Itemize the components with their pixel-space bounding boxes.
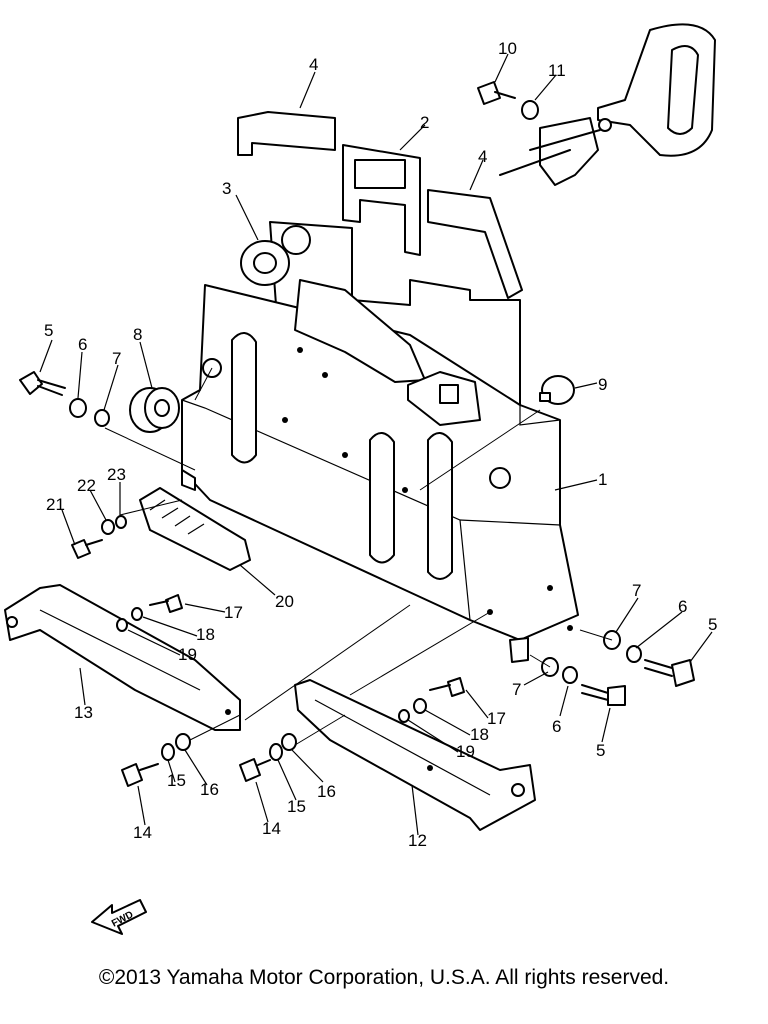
swivel-bracket-part [181,221,579,663]
callout-5b: 5 [708,615,717,634]
callout-4b: 4 [478,147,487,166]
callout-5: 5 [44,321,53,340]
callout-13: 13 [74,703,93,722]
handle-assembly-part [477,23,716,186]
callout-23: 23 [107,465,126,484]
callout-22: 22 [77,476,96,495]
plate-part [342,144,421,256]
callout-7c: 7 [512,680,521,699]
forward-direction-arrow-icon: FWD [91,899,147,935]
callout-7b: 7 [632,581,641,600]
callout-17: 17 [224,603,243,622]
bolt-set-right [398,677,465,723]
callout-3: 3 [222,179,231,198]
callout-15b: 15 [287,797,306,816]
callout-9: 9 [598,375,607,394]
leader-lines [39,53,713,836]
callout-12: 12 [408,831,427,850]
bolt-set-lower-left [121,714,241,787]
callout-1: 1 [598,470,607,489]
bolt-set-lower-right [239,733,297,782]
bolt-set-left [116,594,183,632]
callout-19: 19 [178,645,197,664]
right-fasteners [541,630,695,706]
stopper-part [539,375,575,405]
grommet-part [240,240,290,286]
callout-11: 11 [548,61,566,80]
callout-16: 16 [200,780,219,799]
assembly-lines [119,367,613,746]
lower-bracket-left-part [4,584,241,731]
callout-5c: 5 [596,741,605,760]
callout-16b: 16 [317,782,336,801]
callout-20: 20 [275,592,294,611]
callout-8: 8 [133,325,142,344]
callout-14b: 14 [262,819,281,838]
callout-6: 6 [78,335,87,354]
callout-15: 15 [167,771,186,790]
callout-10: 10 [498,39,517,58]
copyright-notice: ©2013 Yamaha Motor Corporation, U.S.A. A… [98,966,670,989]
callout-6c: 6 [552,717,561,736]
clamp-part [71,487,251,571]
callout-19b: 19 [456,742,475,761]
callout-7: 7 [112,349,121,368]
left-fasteners [19,371,196,471]
callout-labels: 1 2 3 4 4 5 6 7 8 9 10 11 12 13 14 15 16… [44,39,717,850]
callout-6b: 6 [678,597,687,616]
callout-17b: 17 [487,709,506,728]
callout-18: 18 [196,625,215,644]
callout-21: 21 [46,495,65,514]
callout-2: 2 [420,113,429,132]
callout-4: 4 [309,55,318,74]
callout-18b: 18 [470,725,489,744]
bushing-part [129,387,180,433]
angle-bracket-part [237,111,523,299]
callout-14: 14 [133,823,152,842]
